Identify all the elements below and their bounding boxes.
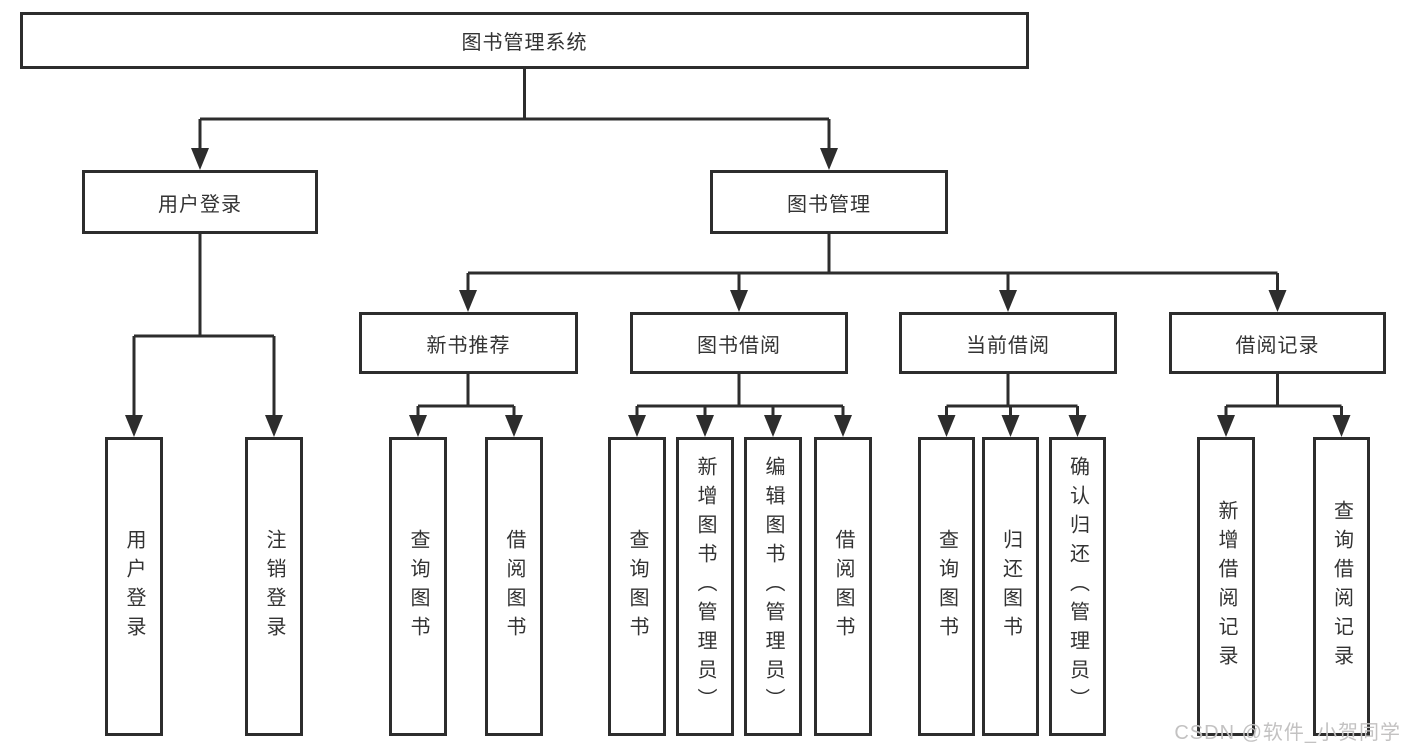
leaf-current-confirm-return-label: 确认归还（管理员） [1066,456,1089,717]
leaf-borrow-query-books-label: 查询图书 [626,528,648,645]
leaf-current-query-books-label: 查询图书 [935,528,958,645]
node-user-login: 用户登录 [82,170,318,234]
node-book-borrow: 图书借阅 [630,312,848,374]
leaf-newrec-query-books-label: 查询图书 [407,528,429,645]
leaf-records-query-record: 查询借阅记录 [1313,437,1370,736]
leaf-newrec-borrow-books: 借阅图书 [485,437,543,736]
leaf-borrow-edit-books-label: 编辑图书（管理员） [762,456,784,717]
node-book-management: 图书管理 [710,170,948,234]
node-current-borrow-label: 当前借阅 [966,334,1050,357]
leaf-records-query-record-label: 查询借阅记录 [1330,499,1353,674]
arrowheads [125,148,1351,437]
leaf-current-return-books: 归还图书 [982,437,1039,736]
leaf-logout-label: 注销登录 [263,528,285,645]
leaf-borrow-edit-books: 编辑图书（管理员） [744,437,802,736]
node-library-system: 图书管理系统 [20,12,1029,69]
leaf-current-confirm-return: 确认归还（管理员） [1049,437,1106,736]
leaf-newrec-borrow-books-label: 借阅图书 [503,528,525,645]
leaf-user-login: 用户登录 [105,437,163,736]
node-new-book-recommend: 新书推荐 [359,312,578,374]
leaf-borrow-add-books: 新增图书（管理员） [676,437,734,736]
node-user-login-label: 用户登录 [158,193,242,216]
leaf-borrow-borrow-books-label: 借阅图书 [832,528,854,645]
node-new-book-recommend-label: 新书推荐 [426,334,511,357]
leaf-borrow-add-books-label: 新增图书（管理员） [694,456,716,717]
leaf-current-return-books-label: 归还图书 [999,528,1022,645]
node-borrow-records-label: 借阅记录 [1235,334,1320,357]
leaf-borrow-query-books: 查询图书 [608,437,666,736]
node-book-borrow-label: 图书借阅 [697,334,781,357]
leaf-logout: 注销登录 [245,437,303,736]
node-library-system-label: 图书管理系统 [461,32,588,54]
leaf-user-login-label: 用户登录 [123,528,145,645]
node-current-borrow: 当前借阅 [899,312,1117,374]
watermark-text: CSDN @软件_小贺同学 [1174,722,1401,744]
leaf-current-query-books: 查询图书 [918,437,975,736]
leaf-borrow-borrow-books: 借阅图书 [814,437,872,736]
leaf-records-add-record: 新增借阅记录 [1197,437,1255,736]
node-book-management-label: 图书管理 [787,193,871,216]
connector-path [132,68,1343,419]
node-borrow-records: 借阅记录 [1169,312,1386,374]
leaf-newrec-query-books: 查询图书 [389,437,447,736]
leaf-records-add-record-label: 新增借阅记录 [1215,499,1237,674]
